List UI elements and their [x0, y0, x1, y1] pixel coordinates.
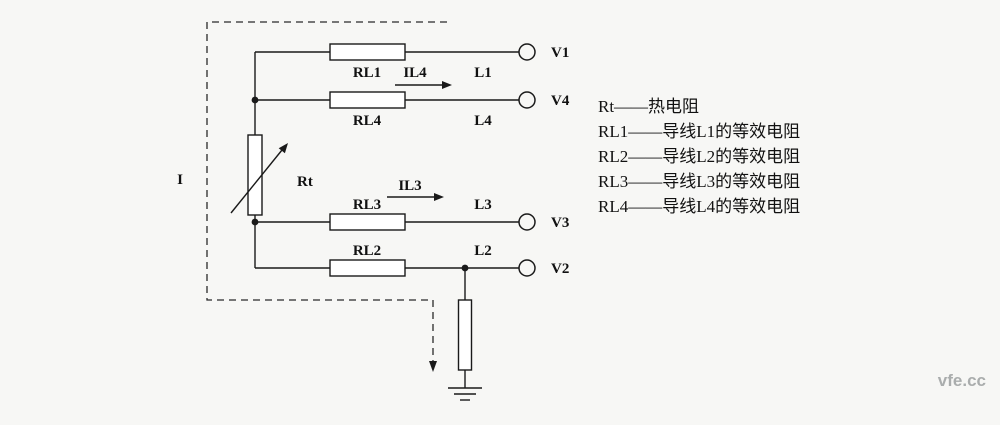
wire-row-l3	[255, 193, 536, 231]
l4-label: L4	[474, 113, 492, 129]
ground-resistor-body	[457, 299, 473, 371]
rl2-label: RL2	[353, 243, 381, 259]
terminal-v3	[518, 213, 536, 231]
legend-item-rl2: RL2——导线L2的等效电阻	[598, 147, 801, 166]
v4-label: V4	[551, 93, 570, 109]
rt-variable-arrow-shaft	[230, 149, 283, 214]
terminal-v2	[518, 259, 536, 277]
legend: Rt——热电阻 RL1——导线L1的等效电阻 RL2——导线L2的等效电阻 RL…	[598, 94, 958, 219]
legend-item-rl3: RL3——导线L3的等效电阻	[598, 172, 801, 191]
dashed-loop-line	[206, 21, 447, 362]
terminal-v1	[518, 43, 536, 61]
legend-item-rt: Rt——热电阻	[598, 97, 700, 116]
rl3-resistor-body	[329, 213, 406, 231]
rl3-label: RL3	[353, 197, 381, 213]
l1-label: L1	[474, 65, 492, 81]
legend-item-rl4: RL4——导线L4的等效电阻	[598, 197, 801, 216]
rt-branch	[230, 52, 288, 268]
rt-variable-arrow-icon	[278, 143, 288, 154]
dashed-current-path	[206, 21, 447, 372]
current-direction-arrow-icon	[429, 361, 437, 372]
l3-label: L3	[474, 197, 492, 213]
il4-label: IL4	[403, 65, 427, 81]
current-i-label: I	[177, 172, 183, 188]
wire-row-l2	[255, 259, 536, 277]
il3-label: IL3	[398, 178, 421, 194]
legend-item-rl1: RL1——导线L1的等效电阻	[598, 122, 801, 141]
il4-arrow-icon	[442, 81, 452, 89]
rl4-resistor-body	[329, 91, 406, 109]
rl1-resistor-body	[329, 43, 406, 61]
terminal-v4	[518, 91, 536, 109]
rl4-label: RL4	[353, 113, 382, 129]
watermark: vfe.cc	[937, 371, 986, 390]
rt-label: Rt	[297, 174, 313, 190]
l2-label: L2	[474, 243, 492, 259]
ground-branch	[448, 268, 482, 401]
il3-arrow-icon	[434, 193, 444, 201]
v1-label: V1	[551, 45, 569, 61]
rt-resistor-body	[247, 134, 263, 216]
v2-label: V2	[551, 261, 569, 277]
wire-row-l1	[255, 43, 536, 89]
rl2-resistor-body	[329, 259, 406, 277]
v3-label: V3	[551, 215, 569, 231]
rl1-label: RL1	[353, 65, 381, 81]
wire-row-l4	[255, 91, 536, 109]
